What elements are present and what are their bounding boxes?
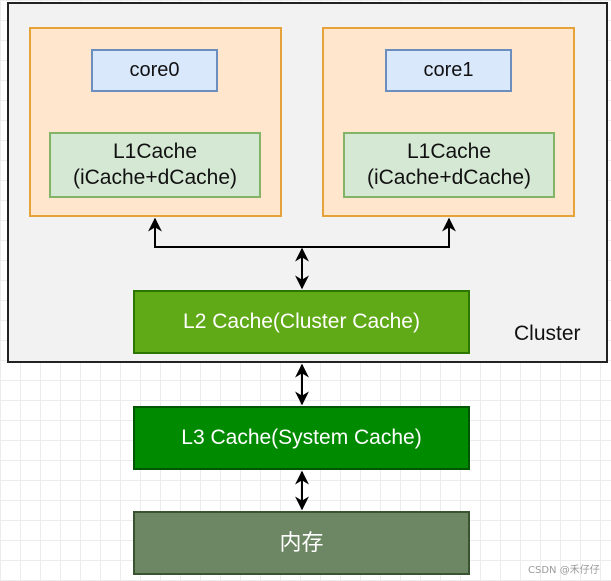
l1-cache-0-subtitle: (iCache+dCache) <box>72 166 237 189</box>
l1-cache-1: L1Cache (iCache+dCache) <box>343 132 555 198</box>
core1-box: core1 <box>385 49 512 92</box>
l1-cache-1-subtitle: (iCache+dCache) <box>366 166 531 189</box>
l1-bus-connector <box>148 217 456 248</box>
l3-cache-box: L3 Cache(System Cache) <box>133 406 470 470</box>
cluster-label: Cluster <box>514 322 581 345</box>
l1-cache-0: L1Cache (iCache+dCache) <box>49 132 261 198</box>
watermark: CSDN @禾仔仔 <box>528 565 600 576</box>
memory-box: 内存 <box>133 511 470 575</box>
l2-cache-box: L2 Cache(Cluster Cache) <box>133 290 470 354</box>
l1-cache-1-title: L1Cache <box>406 139 492 163</box>
l1-cache-0-title: L1Cache <box>112 139 198 163</box>
core0-box: core0 <box>91 49 218 92</box>
